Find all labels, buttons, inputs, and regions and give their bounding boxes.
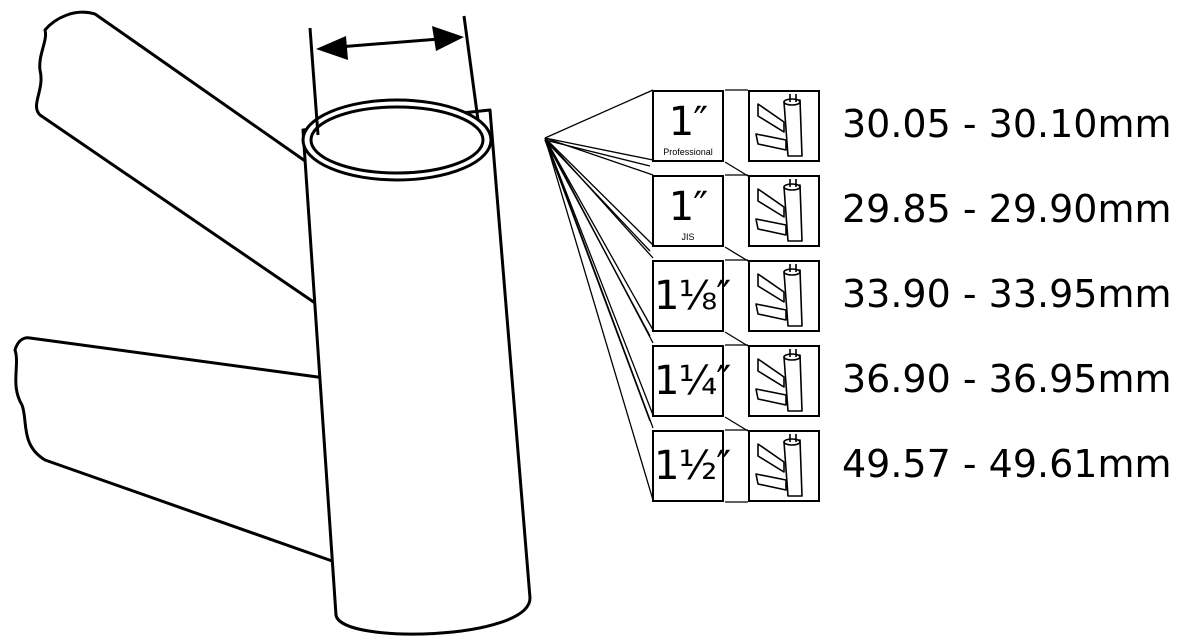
size-standard-note: Professional — [663, 147, 713, 157]
head-tube-icon — [748, 345, 820, 417]
size-label: 1″ — [668, 99, 708, 145]
head-tube — [301, 108, 532, 636]
size-row: 1″ Professional 30.05 - 30.10mm — [652, 90, 1172, 168]
size-row: 1¼″ 36.90 - 36.95mm — [652, 345, 1172, 423]
size-label: 1½″ — [654, 443, 731, 489]
down-tube — [13, 336, 337, 564]
size-box: 1⅛″ — [652, 260, 731, 332]
size-row: 1″ JIS 29.85 - 29.90mm — [652, 175, 1172, 253]
double-arrow-icon — [308, 15, 480, 136]
diameter-range: 29.85 - 29.90mm — [842, 187, 1172, 231]
callout-lines — [544, 89, 749, 503]
head-tube-icon — [748, 260, 820, 332]
head-tube-icon — [748, 90, 820, 162]
size-box: 1″ JIS — [652, 175, 724, 247]
diameter-range: 30.05 - 30.10mm — [842, 102, 1172, 146]
diameter-range: 36.90 - 36.95mm — [842, 357, 1172, 401]
arrow-head-left — [316, 36, 348, 60]
size-label: 1⅛″ — [654, 273, 731, 319]
size-label: 1¼″ — [654, 358, 731, 404]
size-box: 1½″ — [652, 430, 731, 502]
top-tube — [34, 10, 320, 307]
diameter-range: 49.57 - 49.61mm — [842, 442, 1172, 486]
arrow-head-right — [432, 26, 464, 51]
diameter-range: 33.90 - 33.95mm — [842, 272, 1172, 316]
size-standard-note: JIS — [681, 232, 695, 242]
size-row: 1½″ 49.57 - 49.61mm — [652, 430, 1172, 508]
size-row: 1⅛″ 33.90 - 33.95mm — [652, 260, 1172, 338]
size-box: 1″ Professional — [652, 90, 724, 162]
size-label: 1″ — [668, 184, 708, 230]
head-tube-bore — [309, 105, 485, 175]
head-tube-icon — [748, 175, 820, 247]
size-box: 1¼″ — [652, 345, 731, 417]
head-tube-icon — [748, 430, 820, 502]
